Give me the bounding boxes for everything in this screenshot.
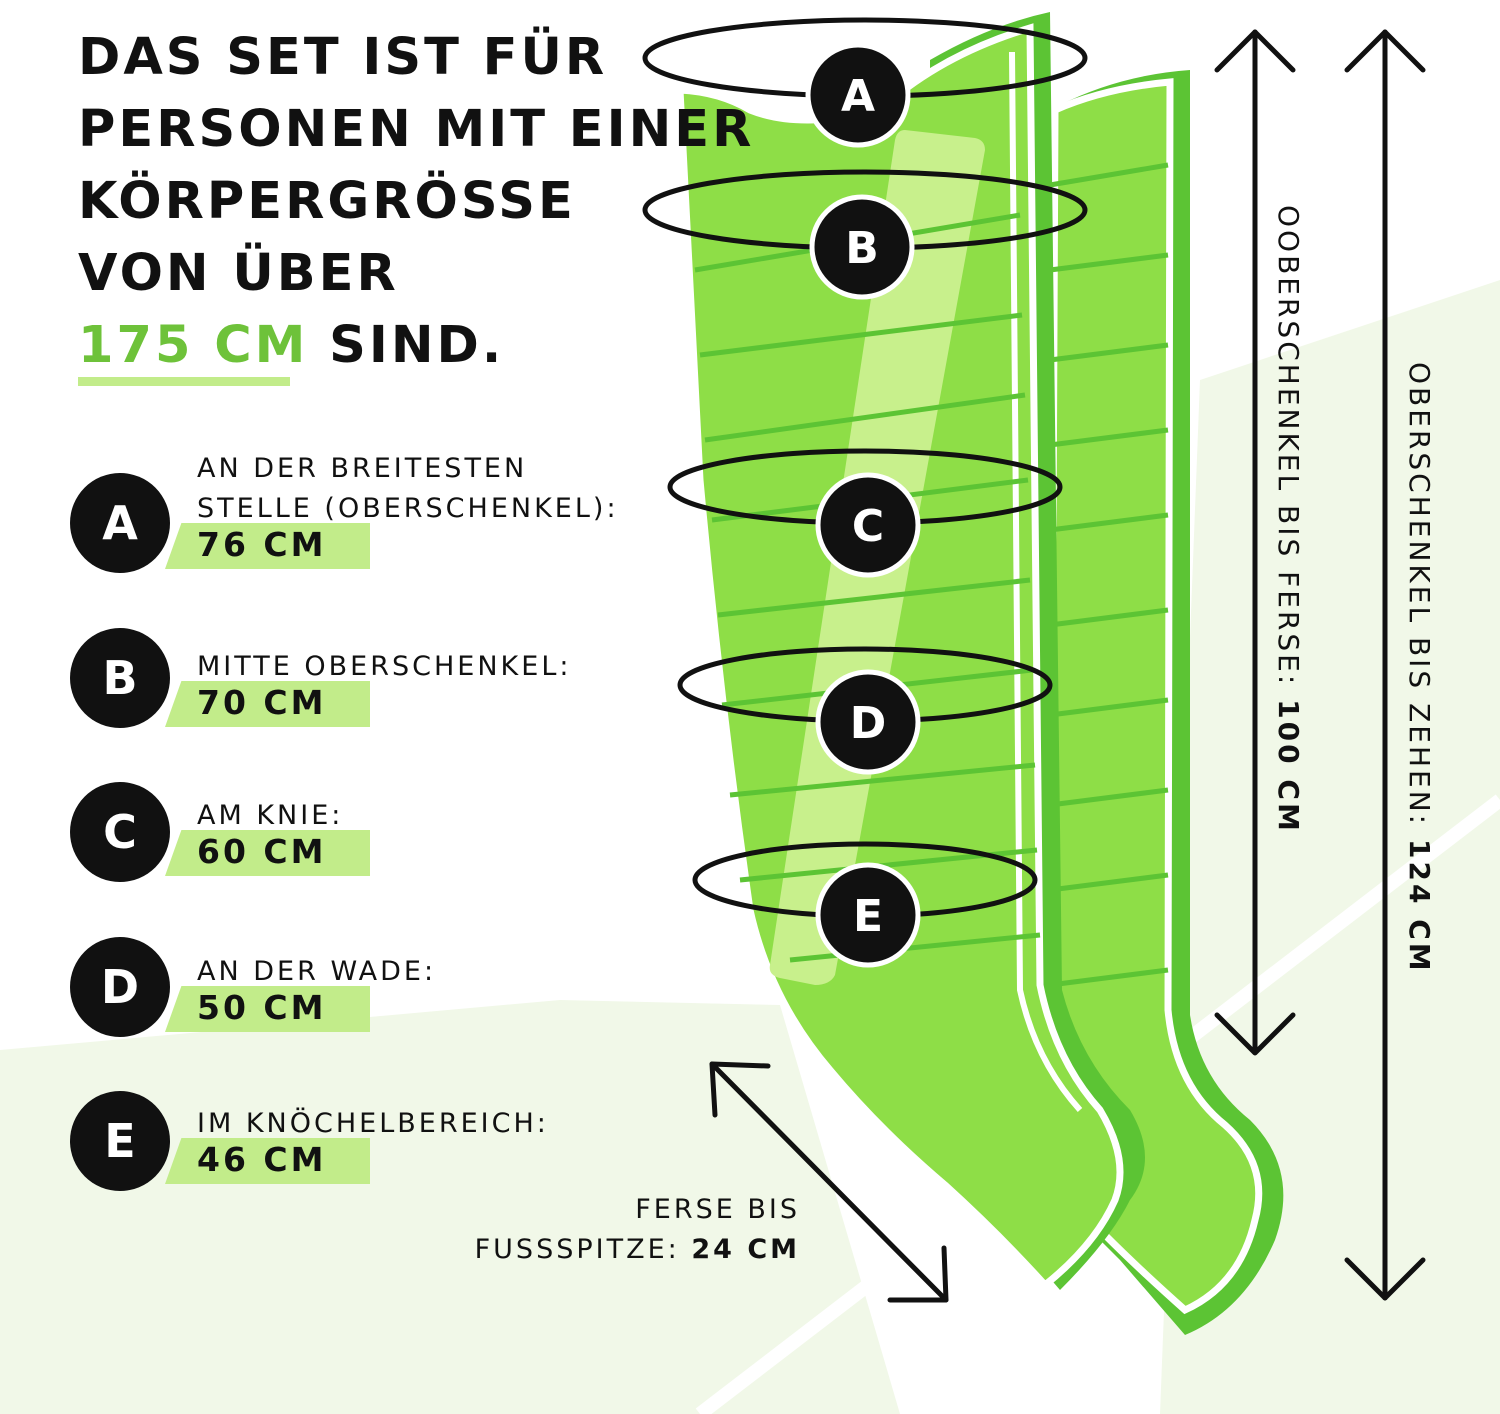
measurement-a-label-2: STELLE (OBERSCHENKEL): [197, 493, 619, 524]
measurement-b-value: 70 CM [197, 683, 327, 722]
foot-length-value: 24 CM [691, 1234, 800, 1265]
badge-a [805, 42, 911, 148]
measurement-c-label: AM KNIE: [197, 800, 344, 831]
measurement-c-badge: C [70, 782, 170, 882]
measurement-b-badge: B [70, 628, 170, 728]
badge-c [815, 472, 921, 578]
sleeve-badges [805, 42, 921, 968]
sleeve-back [1046, 78, 1263, 1315]
heel-length-value: 100 CM [1272, 699, 1305, 834]
toe-length-value: 124 CM [1403, 839, 1436, 974]
badge-e-letter: E [853, 891, 883, 942]
measurement-c-value-box: 60 CM [165, 830, 370, 876]
arrow-foot-start [709, 1061, 771, 1118]
headline-line-4: VON ÜBER [78, 244, 399, 303]
toe-length-label-group: OBERSCHENKEL BIS ZEHEN: 124 CM [1403, 362, 1436, 974]
headline-highlight-underline [78, 377, 290, 386]
badge-e [815, 862, 921, 968]
headline-line-5: 175 CM SIND. [78, 310, 754, 382]
arrow-heel-top [1214, 29, 1296, 73]
headline-line-2: PERSONEN MIT EINER [78, 100, 755, 159]
badge-b-letter: B [845, 223, 879, 274]
arrow-toe-bottom [1344, 1257, 1426, 1301]
arrow-toe-top [1344, 29, 1426, 73]
measurement-a-badge: A [70, 473, 170, 573]
measurement-b-label: MITTE OBERSCHENKEL: [197, 651, 572, 682]
measurement-a-value: 76 CM [197, 525, 327, 564]
badge-a-letter: A [841, 71, 875, 122]
foot-length-line-1: FERSE BIS [635, 1194, 800, 1225]
headline-end: SIND. [329, 316, 505, 375]
measurement-a-value-box: 76 CM [165, 523, 370, 569]
badge-b [809, 194, 915, 300]
badge-d [815, 669, 921, 775]
measurement-d-value: 50 CM [197, 988, 327, 1027]
sleeve-lining [1009, 51, 1083, 1113]
arrow-heel-bottom [1214, 1012, 1296, 1056]
badge-c-letter: C [852, 501, 884, 552]
measurement-e-badge: E [70, 1091, 170, 1191]
measurement-e: E IM KNÖCHELBEREICH: 46 CM [70, 1091, 630, 1201]
toe-length-label: OBERSCHENKEL BIS ZEHEN: [1403, 362, 1436, 828]
measurement-d-value-box: 50 CM [165, 986, 370, 1032]
measurement-a-label-1: AN DER BREITESTEN [197, 453, 528, 484]
headline: DAS SET IST FÜR PERSONEN MIT EINER KÖRPE… [78, 22, 754, 382]
measurement-d: D AN DER WADE: 50 CM [70, 937, 630, 1047]
measurement-d-badge: D [70, 937, 170, 1037]
headline-line-1: DAS SET IST FÜR [78, 28, 608, 87]
measurement-b: B MITTE OBERSCHENKEL: 70 CM [70, 628, 630, 738]
arrow-foot-end [887, 1245, 949, 1303]
foot-length-line-2: FUSSSPITZE: 24 CM [440, 1230, 800, 1270]
headline-line-3: KÖRPERGRÖSSE [78, 172, 576, 231]
measurement-b-value-box: 70 CM [165, 681, 370, 727]
measurement-d-label: AN DER WADE: [197, 956, 437, 987]
measurement-c-value: 60 CM [197, 832, 327, 871]
measurement-e-value-box: 46 CM [165, 1138, 370, 1184]
badge-d-letter: D [850, 698, 887, 749]
measurement-e-value: 46 CM [197, 1140, 327, 1179]
heel-length-label-group: OOBERSCHENKEL BIS FERSE: 100 CM [1272, 205, 1305, 834]
measurement-c: C AM KNIE: 60 CM [70, 782, 630, 892]
arrow-foot-shaft [709, 1061, 949, 1303]
background-shape [0, 1000, 900, 1414]
headline-highlight: 175 CM [78, 316, 309, 375]
foot-length-label: FUSSSPITZE: [474, 1234, 680, 1265]
foot-length-note: FERSE BIS FUSSSPITZE: 24 CM [440, 1190, 800, 1270]
length-arrows [709, 29, 1426, 1303]
heel-length-label: OOBERSCHENKEL BIS FERSE: [1272, 205, 1305, 688]
measurement-a: A AN DER BREITESTEN STELLE (OBERSCHENKEL… [70, 453, 630, 583]
measurement-e-label: IM KNÖCHELBEREICH: [197, 1108, 549, 1139]
